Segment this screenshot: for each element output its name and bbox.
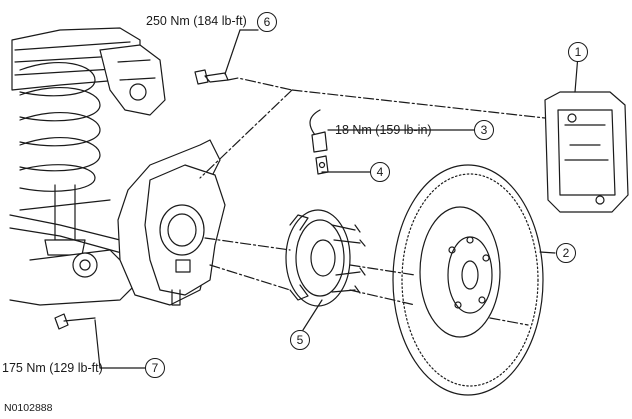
bolt-callout-6 xyxy=(194,69,229,85)
upper-control-arm xyxy=(99,44,166,116)
callout-1: 1 xyxy=(568,42,588,62)
brake-caliper xyxy=(544,91,629,213)
callout-4: 4 xyxy=(370,162,390,182)
callout-3: 3 xyxy=(474,120,494,140)
bolt-callout-7 xyxy=(54,313,96,330)
hub-bearing-assembly xyxy=(285,209,366,307)
leader-lines xyxy=(199,77,546,326)
steering-knuckle xyxy=(144,164,226,306)
brake-rotor xyxy=(392,164,544,396)
torque-label-7: 175 Nm (129 lb-ft) xyxy=(2,361,103,375)
torque-label-3: 18 Nm (159 lb-in) xyxy=(335,123,432,137)
torque-label-6: 250 Nm (184 lb-ft) xyxy=(146,14,247,28)
callout-7: 7 xyxy=(145,358,165,378)
abs-sensor xyxy=(309,109,329,175)
callout-2: 2 xyxy=(556,243,576,263)
reference-id: N0102888 xyxy=(4,402,53,414)
callout-5: 5 xyxy=(290,330,310,350)
callout-6: 6 xyxy=(257,12,277,32)
